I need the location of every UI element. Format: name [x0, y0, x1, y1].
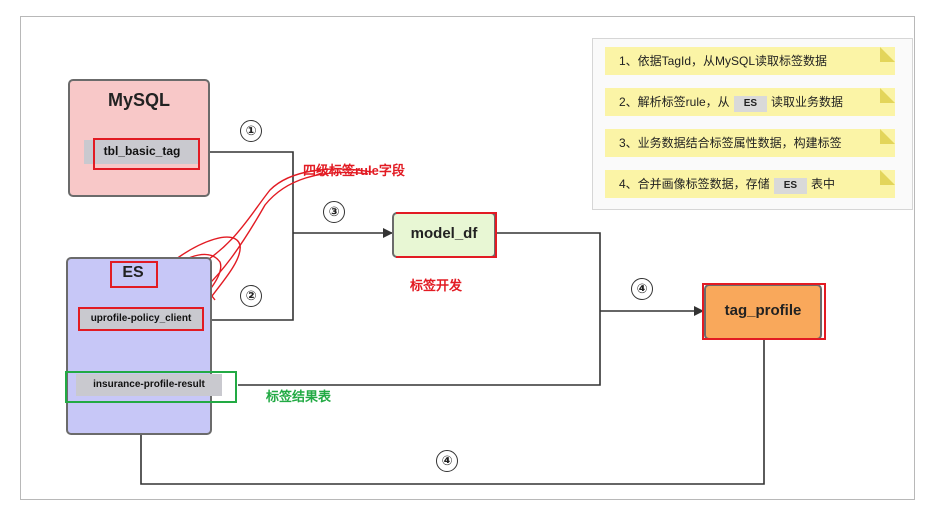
red-curve-2 [184, 171, 369, 306]
note-2-es-tag: ES [733, 96, 768, 112]
es-item-profile-result: insurance-profile-result [76, 374, 222, 396]
es-title: ES [122, 264, 144, 281]
note-4-es-tag: ES [773, 178, 808, 194]
note-4-fold [880, 170, 895, 185]
model-label: model_df [410, 225, 478, 242]
line-result [238, 311, 601, 386]
es-item-profile-result-highlight [65, 371, 237, 403]
mysql-table-highlight [93, 138, 200, 170]
annotation-tag-dev: 标签开发 [410, 278, 463, 293]
note-1-fold [880, 47, 895, 62]
step-4-marker-a: ④ [631, 278, 653, 300]
line-es-to-model [202, 233, 294, 321]
note-4-text-post: 表中 [811, 177, 836, 191]
step-1-marker: ① [240, 120, 262, 142]
note-4-text-pre: 4、合并画像标签数据，存储 [619, 177, 770, 191]
note-3: 3、业务数据结合标签属性数据，构建标签 [605, 129, 895, 157]
note-3-fold [880, 129, 895, 144]
note-1: 1、依据TagId，从MySQL读取标签数据 [605, 47, 895, 75]
profile-highlight [702, 283, 826, 340]
profile-label: tag_profile [724, 302, 802, 319]
note-2-text-post: 读取业务数据 [771, 95, 844, 109]
mysql-table: tbl_basic_tag [84, 140, 200, 164]
model-highlight [396, 212, 497, 258]
step-3-marker: ③ [323, 201, 345, 223]
line-profile-to-es [136, 340, 765, 485]
mysql-title: MySQL [107, 90, 170, 110]
step-2-marker: ② [240, 285, 262, 307]
line-model-to-profile [496, 232, 601, 311]
note-2-fold [880, 88, 895, 103]
line-mysql-to-model [200, 151, 294, 233]
red-curve-4 [167, 236, 241, 313]
es-title-highlight [110, 261, 158, 288]
note-2-text-pre: 2、解析标签rule，从 [619, 95, 730, 109]
note-3-text: 3、业务数据结合标签属性数据，构建标签 [619, 136, 842, 150]
annotation-result-table: 标签结果表 [266, 389, 332, 404]
es-item-policy-client: uprofile-policy_client [80, 308, 202, 330]
profile-node [704, 284, 822, 340]
annotation-rule-field: 四级标签rule字段 [303, 163, 405, 178]
note-1-text: 1、依据TagId，从MySQL读取标签数据 [619, 54, 828, 68]
step-4-marker-b: ④ [436, 450, 458, 472]
es-item-policy-client-highlight [78, 307, 204, 331]
